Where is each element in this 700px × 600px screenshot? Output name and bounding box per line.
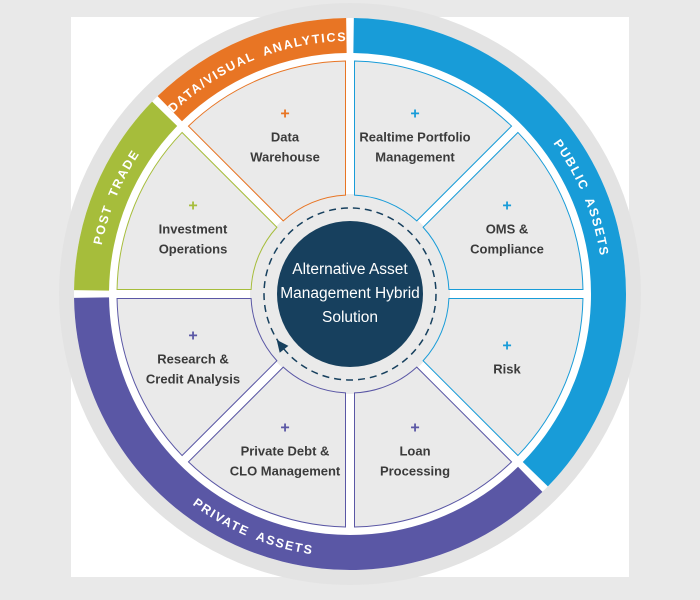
hub-circle — [277, 221, 423, 367]
segment-label-text: Realtime Portfolio Management — [359, 129, 471, 165]
loan-processing-plus-icon[interactable]: + — [410, 419, 420, 437]
research-credit-analysis-plus-icon[interactable]: + — [188, 327, 198, 345]
segment-label-text: OMS & Compliance — [470, 221, 544, 257]
segment-label-text: Risk — [493, 361, 521, 377]
arc-private-assets — [74, 297, 543, 571]
arc-public-assets — [353, 18, 627, 487]
segment-label-text: Investment Operations — [158, 221, 228, 257]
risk-plus-icon[interactable]: + — [502, 337, 512, 355]
segment-label-data-warehouse[interactable]: + Data Warehouse — [199, 106, 371, 167]
segment-label-oms-compliance[interactable]: + OMS & Compliance — [421, 198, 593, 259]
segment-realtime-portfolio-management[interactable] — [354, 60, 513, 222]
cycle-arrow-icon — [276, 339, 289, 353]
segment-label-research-credit-analysis[interactable]: + Research & Credit Analysis — [107, 328, 279, 389]
realtime-portfolio-management-plus-icon[interactable]: + — [410, 105, 420, 123]
private-debt-clo-management-plus-icon[interactable]: + — [280, 419, 290, 437]
segment-research-credit-analysis[interactable] — [116, 298, 278, 457]
oms-compliance-plus-icon[interactable]: + — [502, 197, 512, 215]
segment-loan-processing[interactable] — [354, 366, 513, 528]
segment-oms-compliance[interactable] — [422, 131, 584, 290]
segment-label-private-debt-clo-management[interactable]: + Private Debt & CLO Management — [199, 420, 371, 481]
segment-private-debt-clo-management[interactable] — [187, 366, 346, 528]
segment-label-text: Research & Credit Analysis — [145, 351, 241, 387]
segment-label-risk[interactable]: + Risk — [421, 338, 593, 379]
segment-label-investment-operations[interactable]: + Investment Operations — [107, 198, 279, 259]
data-warehouse-plus-icon[interactable]: + — [280, 105, 290, 123]
segment-data-warehouse[interactable] — [187, 60, 346, 222]
segment-label-text: Private Debt & CLO Management — [229, 443, 341, 479]
arc-post-trade — [74, 101, 178, 291]
hub-title: Alternative Asset Management Hybrid Solu… — [280, 260, 420, 327]
segment-risk[interactable] — [422, 298, 584, 457]
segment-label-loan-processing[interactable]: + Loan Processing — [329, 420, 501, 481]
segment-investment-operations[interactable] — [116, 131, 278, 290]
cycle-dashed-circle — [263, 207, 437, 381]
segment-label-text: Data Warehouse — [250, 129, 320, 165]
arc-data-visual-analytics — [157, 18, 347, 122]
segment-label-realtime-portfolio-management[interactable]: + Realtime Portfolio Management — [329, 106, 501, 167]
segment-label-text: Loan Processing — [379, 443, 451, 479]
investment-operations-plus-icon[interactable]: + — [188, 197, 198, 215]
